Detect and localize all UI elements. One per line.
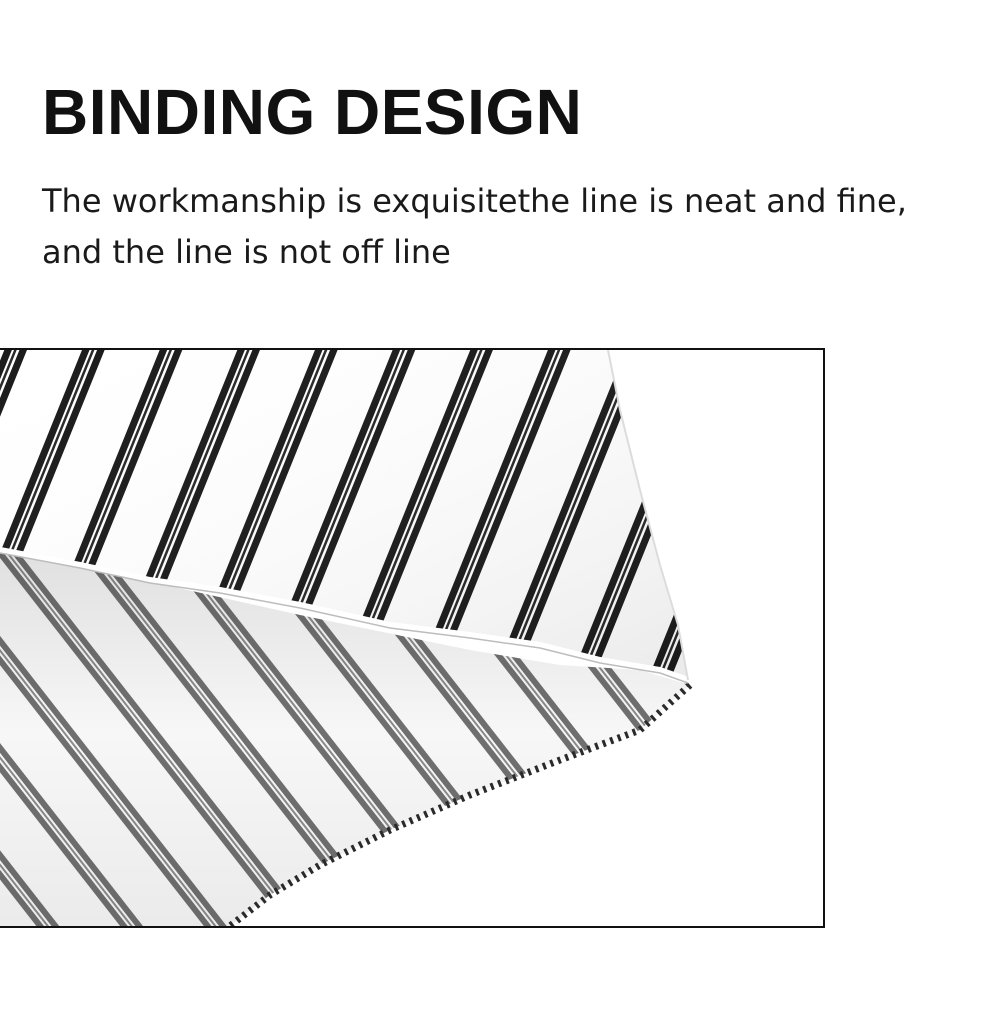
top-hem-binding <box>0 547 690 683</box>
description-text: The workmanship is exquisitethe line is … <box>42 176 972 278</box>
fabric-illustration <box>0 350 693 926</box>
description-line-1: The workmanship is exquisitethe line is … <box>42 182 907 220</box>
description-line-2: and the line is not off line <box>42 233 451 271</box>
product-photo <box>0 348 825 928</box>
page-title: BINDING DESIGN <box>42 76 583 148</box>
under-hem-binding <box>227 682 693 926</box>
